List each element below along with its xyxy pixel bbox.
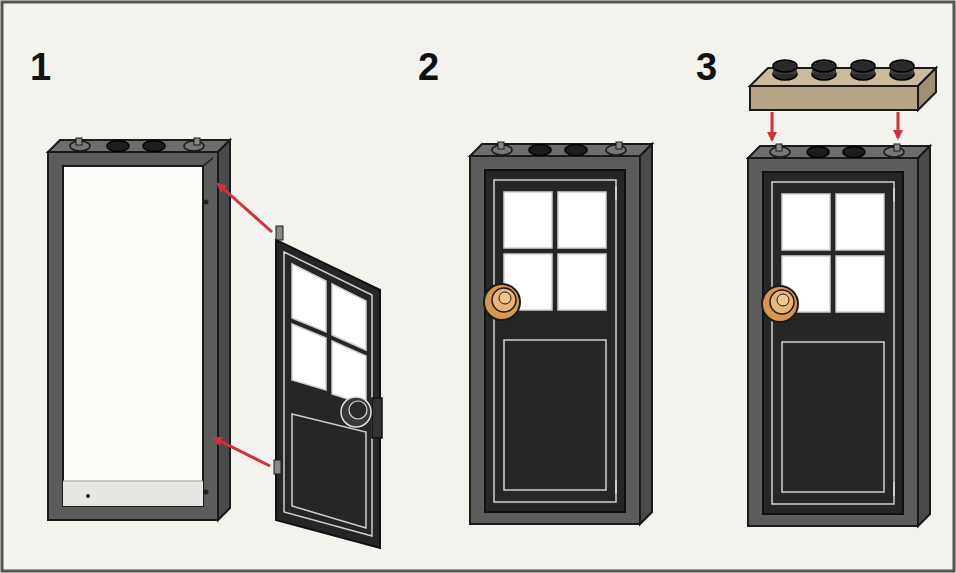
step-1-frame bbox=[48, 138, 230, 520]
step-3-assembly bbox=[748, 144, 930, 526]
tan-plate bbox=[750, 60, 936, 110]
step-number: 3 bbox=[696, 48, 717, 86]
insert-arrow bbox=[214, 438, 270, 466]
insert-arrow bbox=[218, 184, 272, 232]
place-arrow bbox=[771, 112, 774, 140]
step-number: 2 bbox=[418, 48, 439, 86]
place-arrow bbox=[897, 112, 900, 138]
step-2-assembly bbox=[470, 142, 652, 524]
step-number: 1 bbox=[30, 48, 51, 86]
loose-door bbox=[274, 226, 382, 548]
